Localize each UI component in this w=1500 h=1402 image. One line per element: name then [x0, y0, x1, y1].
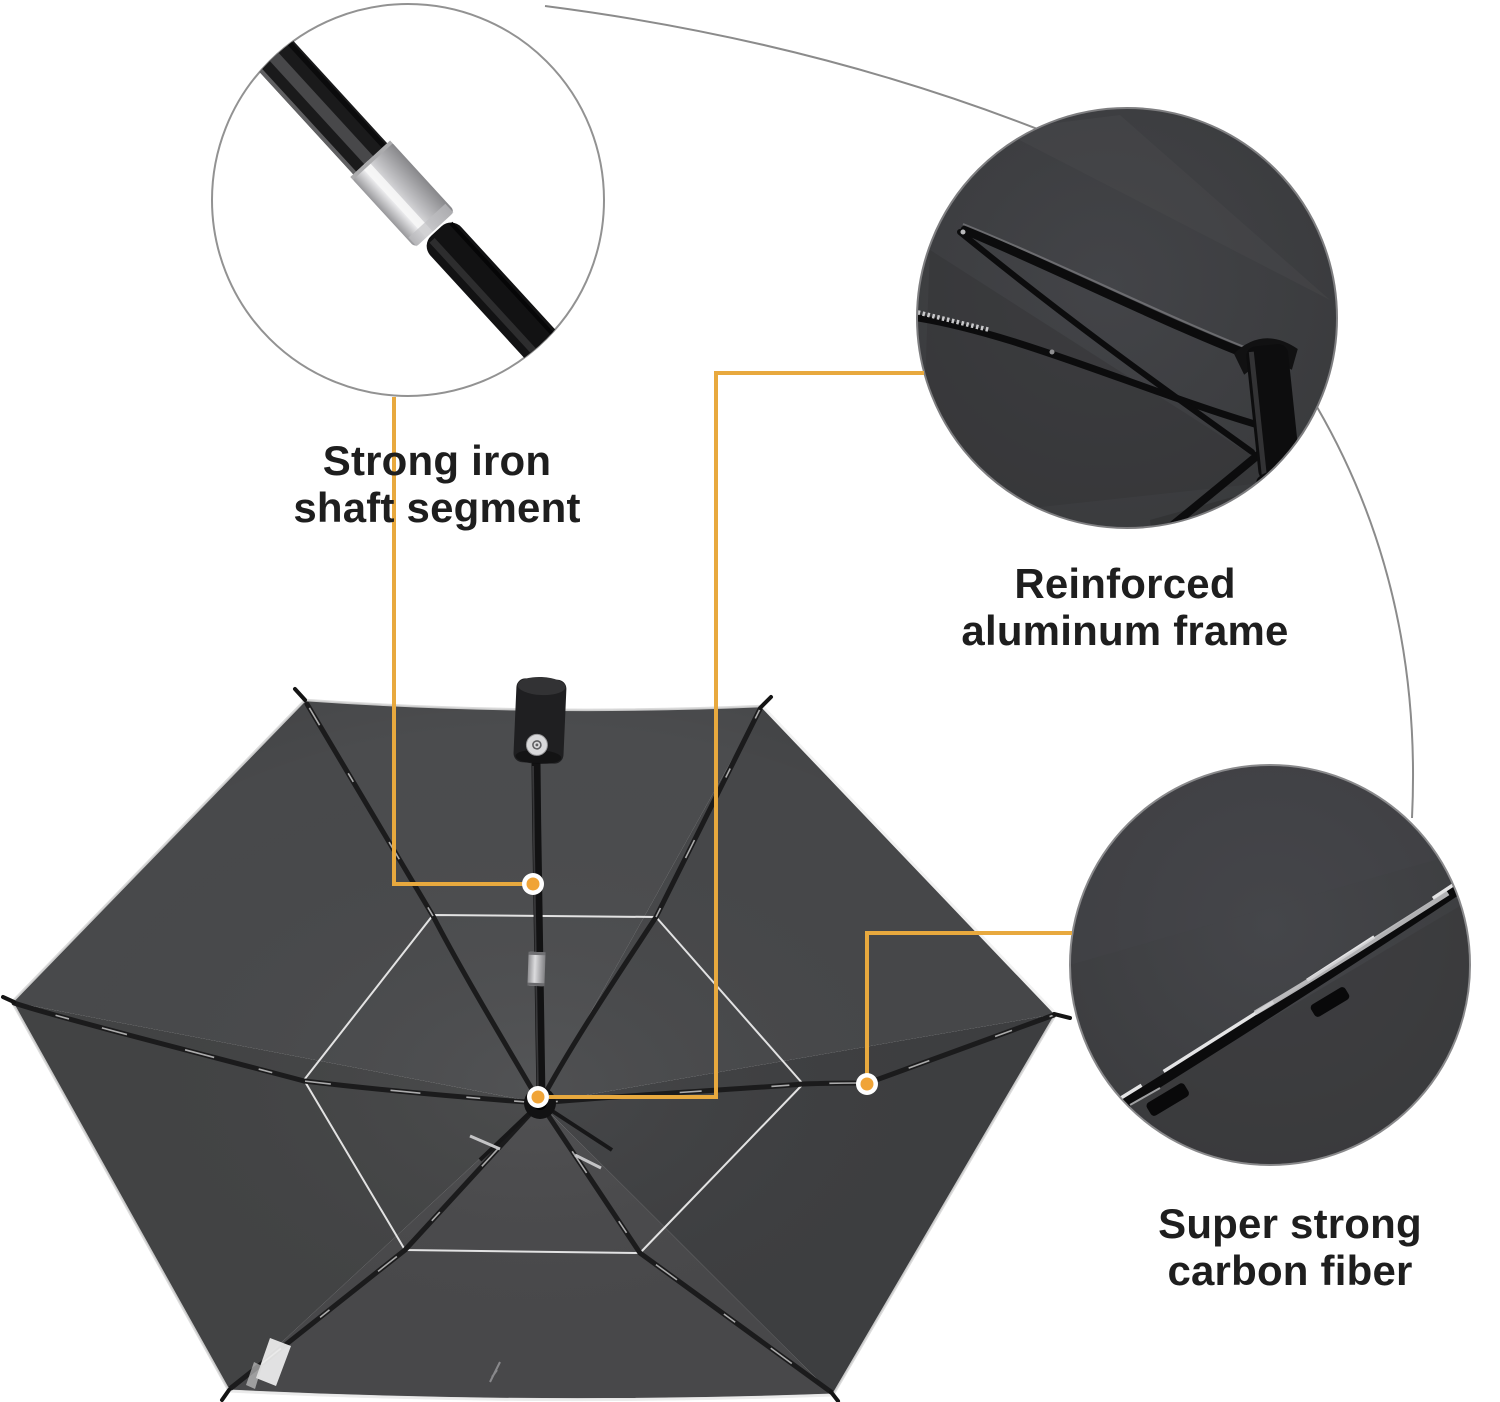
callout-dot-frame: [527, 1086, 549, 1108]
connector-curve-right: [1316, 406, 1415, 819]
callout-dots: [522, 873, 878, 1108]
callout-circle-shaft: [211, 3, 605, 397]
label-carbon-fiber: Super strong carbon fiber: [1105, 1200, 1475, 1295]
canopy-scratch: [489, 1361, 501, 1383]
label-fiber-line2: carbon fiber: [1167, 1247, 1413, 1295]
callout-dot-fiber: [856, 1073, 878, 1095]
shaft-segment-band: [527, 951, 546, 987]
label-frame-line1: Reinforced: [1014, 560, 1236, 607]
connector-curve-top: [544, 5, 1041, 131]
label-aluminum-frame: Reinforced aluminum frame: [935, 560, 1315, 655]
callout-line-shaft: [392, 397, 524, 886]
callout-circle-rib: [1069, 764, 1471, 1166]
rib-tips: [1, 687, 1072, 1402]
callout-dot-shaft: [522, 873, 544, 895]
top-cap: [513, 676, 567, 765]
main-umbrella-photo: [1, 676, 1072, 1402]
frame-spring: [918, 307, 991, 333]
reflective-patch: [256, 1338, 291, 1386]
callout-connectors: [392, 371, 1072, 1099]
callout-line-fiber: [865, 931, 1072, 1074]
label-frame-line2: aluminum frame: [961, 607, 1289, 655]
label-shaft-line2: shaft segment: [293, 484, 581, 532]
label-fiber-line1: Super strong: [1158, 1200, 1422, 1247]
shaft-sleeve: [352, 142, 453, 246]
umbrella-shaft: [527, 759, 546, 1105]
label-shaft-segment: Strong iron shaft segment: [262, 437, 612, 532]
label-shaft-line1: Strong iron: [322, 437, 552, 484]
callout-line-frame: [549, 371, 924, 1099]
